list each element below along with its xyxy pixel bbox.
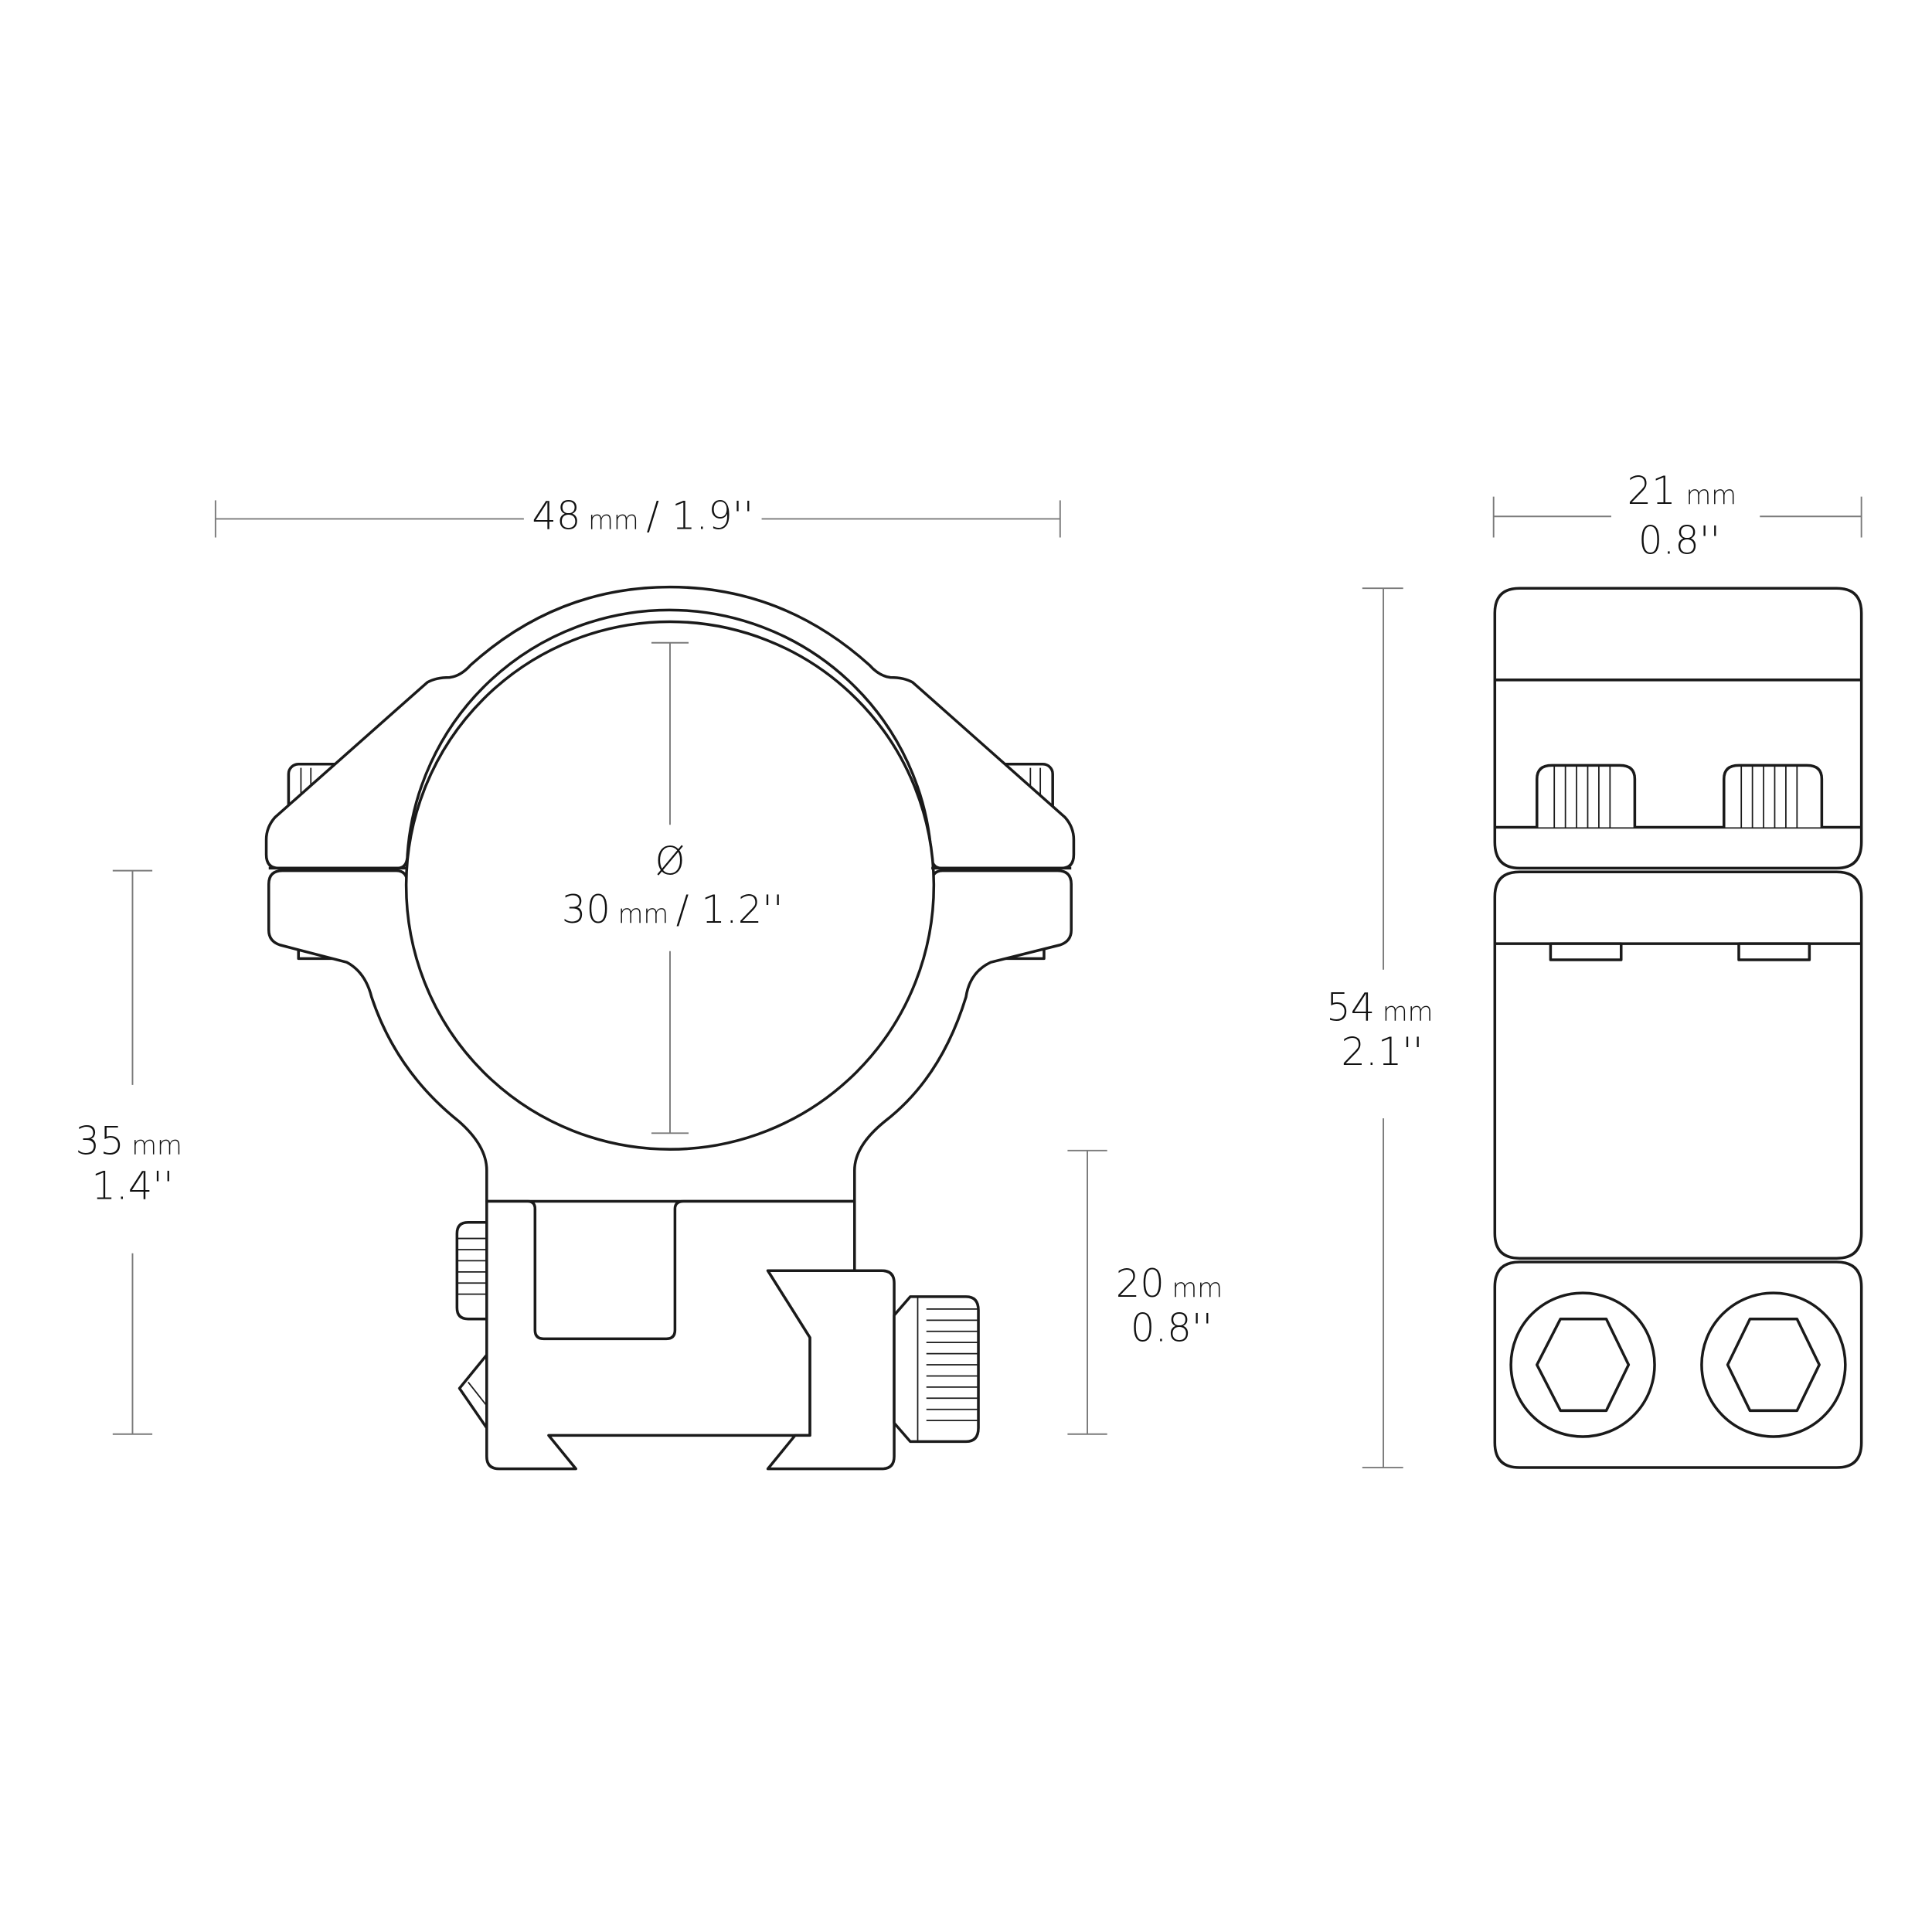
hex-bolt-1 — [1509, 1291, 1656, 1438]
side-slot-2 — [1737, 942, 1811, 961]
diameter-symbol: Ø — [655, 838, 685, 883]
base-knob-left — [455, 1220, 487, 1321]
height-front-label-in: 1.4'' — [91, 1163, 173, 1208]
clamp-jaw — [766, 1269, 896, 1471]
base-body — [485, 1199, 856, 1471]
base-height-label-in: 0.8'' — [1131, 1306, 1213, 1351]
side-screw-2 — [1723, 764, 1824, 828]
height-side-label-in: 2.1'' — [1341, 1029, 1423, 1074]
side-slot-1 — [1549, 942, 1623, 961]
clamp-knob-right — [893, 1295, 980, 1444]
tube-bore — [404, 620, 936, 1151]
side-screw-1 — [1536, 764, 1637, 828]
width-side-label-in: 0.8'' — [1638, 518, 1720, 563]
base-wedge-left — [457, 1353, 488, 1430]
hex-bolt-2 — [1700, 1291, 1847, 1438]
ring-cap — [264, 585, 1076, 870]
side-body — [1493, 870, 1863, 1260]
